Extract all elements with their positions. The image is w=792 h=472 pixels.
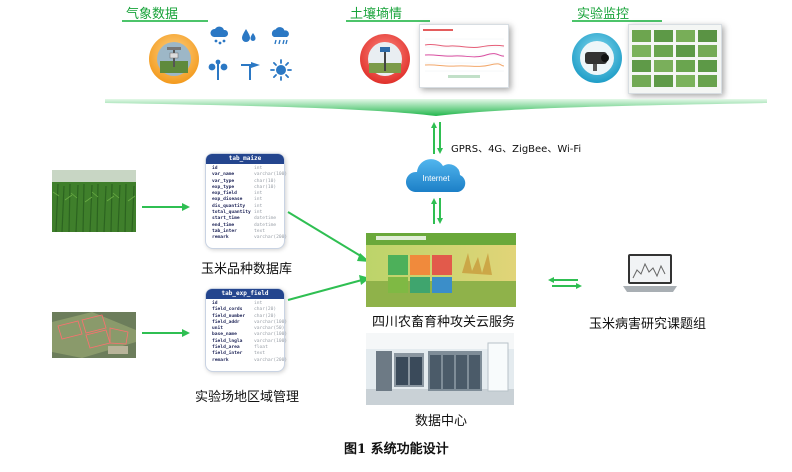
cloud-icon	[405, 159, 466, 192]
maize-db-label: 玉米品种数据库	[201, 262, 293, 277]
cloud-to-service-arrow	[431, 198, 443, 224]
data-center-photo	[366, 333, 514, 405]
network-protocols-label: GPRS、4G、ZigBee、Wi-Fi	[451, 144, 582, 155]
figure-caption: 图1 系统功能设计	[344, 442, 449, 457]
wind-direction-icon	[241, 62, 260, 80]
soil-moisture-label: 土壤墒情	[350, 7, 403, 22]
weather-data-label: 气象数据	[126, 7, 179, 22]
weather-station-icon	[149, 34, 199, 84]
weather-label-underline	[122, 20, 208, 22]
cloud-service-label: 四川农畜育种攻关云服务	[372, 315, 516, 330]
rain-icon	[242, 29, 256, 42]
service-research-arrow	[548, 277, 582, 289]
experiment-field-map-photo	[52, 312, 136, 358]
wind-icon	[208, 59, 228, 80]
cloud-service-screenshot	[366, 233, 516, 307]
laptop-icon	[623, 254, 677, 292]
experiment-monitoring-label: 实验监控	[577, 7, 630, 22]
data-center-label: 数据中心	[415, 414, 468, 429]
field-table-title: tab_exp_field	[206, 289, 284, 299]
monitoring-grid-panel	[628, 24, 722, 94]
field-mgmt-label: 实验场地区域管理	[195, 390, 300, 405]
camera-icon	[572, 33, 622, 83]
research-group-label: 玉米病害研究课题组	[589, 317, 707, 332]
data-collection-bar	[105, 99, 767, 116]
uplink-arrow	[431, 122, 443, 154]
photo-to-field-table-arrow	[142, 329, 190, 337]
rain-cloud-icon	[271, 27, 289, 45]
soil-moisture-chart-panel	[419, 24, 509, 88]
photo-to-maize-table-arrow	[142, 203, 190, 211]
experiment-label-underline	[572, 20, 662, 22]
soil-probe-icon	[360, 34, 410, 84]
internet-label: Internet	[422, 174, 450, 183]
maize-field-photo	[52, 170, 136, 232]
maize-table-title: tab_maize	[206, 154, 284, 164]
sun-icon	[270, 59, 292, 81]
soil-label-underline	[346, 20, 430, 22]
tables-to-service-arrows	[287, 211, 370, 301]
hail-icon	[210, 26, 229, 45]
